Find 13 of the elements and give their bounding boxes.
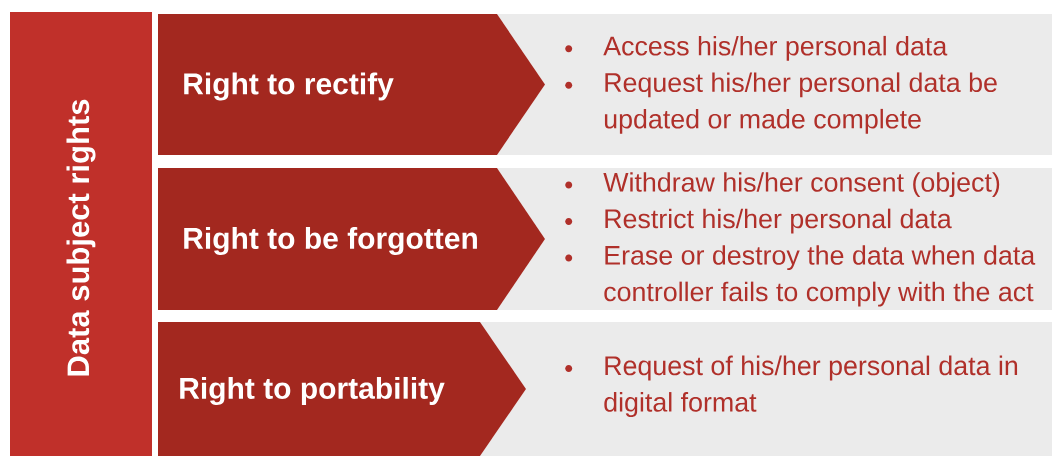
heading-banner: Right to portability bbox=[158, 322, 526, 456]
bullet-text: Request of his/her personal data in digital format bbox=[604, 355, 1018, 418]
description-panel bbox=[497, 14, 1052, 155]
bullet-text: Access his/her personal data bbox=[603, 35, 948, 61]
heading-banner: Right to be forgotten bbox=[158, 168, 545, 310]
bullet-text: Erase or destroy the data when data controller fails to comply with the act bbox=[604, 245, 1036, 307]
description-panel bbox=[497, 168, 1052, 310]
description-panel bbox=[480, 322, 1052, 456]
bullet-text: Request his/her personal data be updated or made complete bbox=[604, 72, 997, 134]
bullet-text: Withdraw his/her consent (object) bbox=[603, 172, 1000, 198]
heading-banner: Right to rectify bbox=[158, 14, 545, 155]
bullet-text: Restrict his/her personal data bbox=[605, 208, 952, 234]
side-band: Data subject rights bbox=[10, 12, 152, 456]
